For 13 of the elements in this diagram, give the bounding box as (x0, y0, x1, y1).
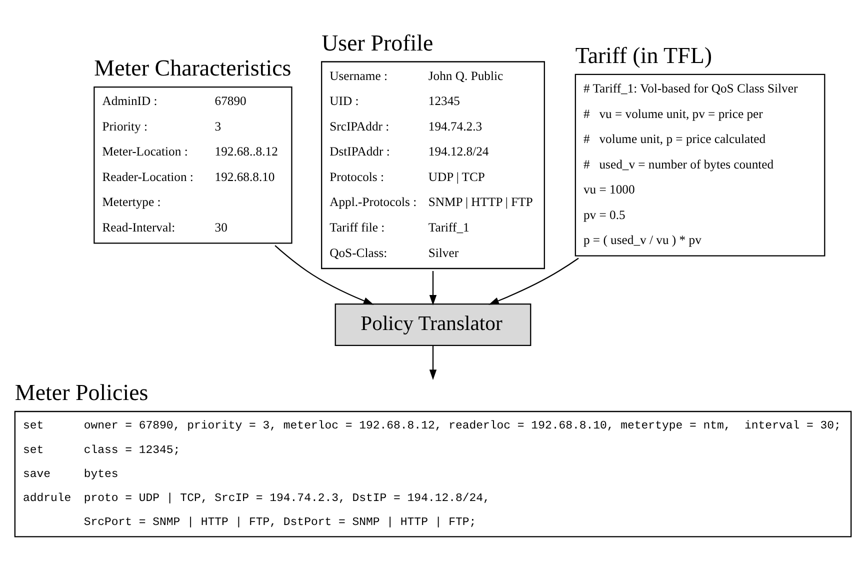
node-label: User Profile (322, 30, 434, 55)
node-label: Meter Policies (14, 380, 148, 405)
node-label: Tariff (in TFL) (575, 42, 712, 68)
node-box: # Tariff_1: Vol-based for QoS Class Silver # vu = volume unit, pv = price per # volume unit, p = price calculated # used_v = number of bytes counted vu = 1000 pv = 0.5 p = ( used_v / vu ) * pv (574, 73, 826, 256)
node-box: Policy Translator (334, 303, 532, 346)
node-box: AdminID : 67890 Priority : 3 Meter-Location : 192.68..8.12 Reader-Location : 192.68.8.10 Metertype : Read-Interval: 30 (94, 86, 292, 244)
node-box: Username : John Q. Public UID : 12345 SrcIPAddr : 194.74.2.3 DstIPAddr : 194.12.8/24 Protocols : UDP | TCP Appl.-Protocols : SNMP | HTTP | FTP Tariff file : Tariff_1 QoS-Class: Silver (321, 60, 545, 269)
arrow (488, 257, 579, 304)
node-label: Meter Characteristics (94, 55, 292, 80)
arrow (429, 345, 437, 380)
arrow (429, 270, 437, 305)
node-box: set owner = 67890, priority = 3, meterloc = 192.68.8.12, readerloc = 192.68.8.10, metertype = ntm, interval = 30; set class = 12345; save bytes addrule proto = UDP | TCP, SrcIP = 194.74.2.3, DstIP = 194.12.8/24, SrcPort = SNMP | HTTP | FTP, DstPort = SNMP | HTTP | FTP; (14, 410, 852, 537)
arrow (274, 244, 374, 304)
